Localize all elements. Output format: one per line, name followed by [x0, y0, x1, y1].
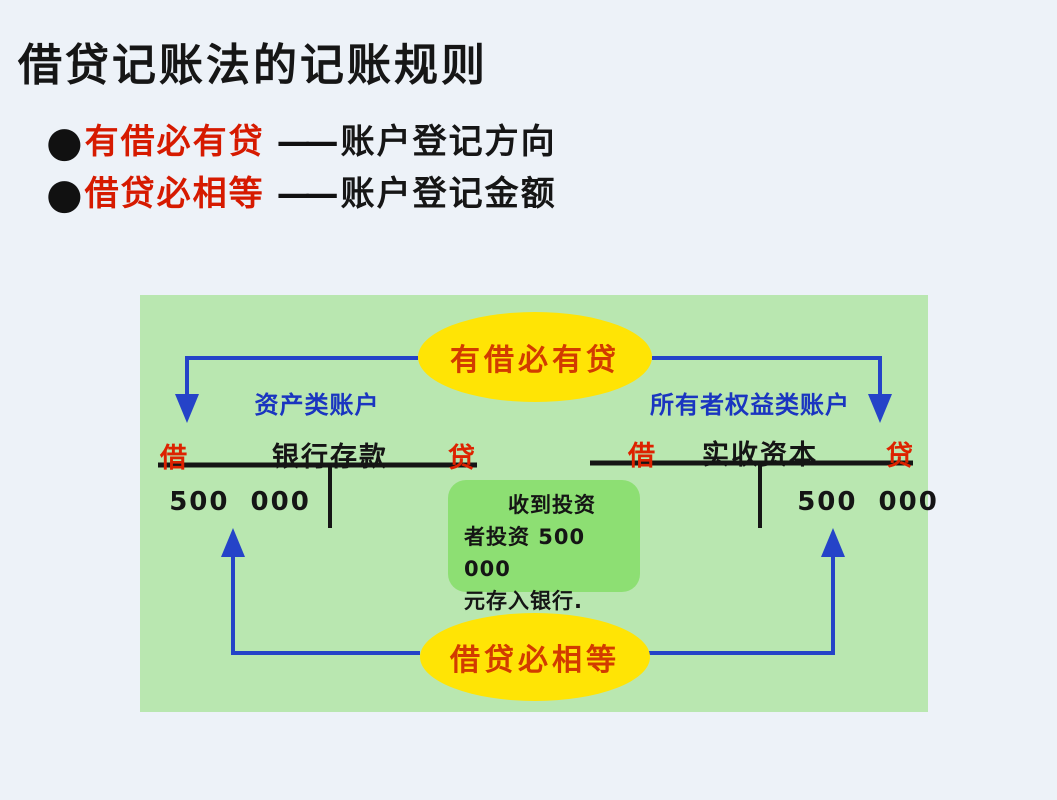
left-account-title: 银行存款 [272, 442, 388, 473]
bullet-icon: ● [46, 117, 83, 166]
diagram-panel: 有借必有贷 资产类账户 所有者权益类账户 借 银行存款 贷 500 000 借 … [140, 295, 937, 712]
top-left-connector-line [185, 356, 418, 395]
note-line: 收到投资 [508, 493, 596, 517]
right-credit-amount: 500 000 [797, 487, 939, 517]
rule-keyword: 有借必有贷 [84, 122, 265, 162]
bullet-icon: ● [46, 169, 83, 218]
rule-description: 账户登记方向 [340, 122, 557, 162]
transaction-note-box: 收到投资 者投资 500 000 元存入银行. [448, 480, 640, 613]
rules-list: ● 有借必有贷 —— 账户登记方向 ● 借贷必相等 —— 账户登记金额 [46, 116, 557, 220]
bottom-right-connector-line [648, 557, 835, 655]
top-right-connector-line [652, 356, 882, 395]
rule-description: 账户登记金额 [340, 174, 557, 214]
bottom-rule-ellipse: 借贷必相等 [420, 613, 650, 701]
note-line: 者投资 500 000 [464, 525, 586, 581]
left-debit-amount: 500 000 [169, 487, 311, 517]
bottom-left-connector-line [231, 557, 420, 655]
right-account-debit-label: 借 [628, 441, 655, 472]
left-account-credit-label: 贷 [448, 443, 475, 474]
rule-keyword: 借贷必相等 [84, 174, 265, 214]
note-line: 元存入银行. [464, 589, 583, 613]
right-down-arrowhead-icon [868, 394, 892, 423]
connector-graphics [158, 356, 913, 655]
page-title: 借贷记账法的记账规则 [18, 40, 488, 91]
left-down-arrowhead-icon [175, 394, 199, 423]
right-up-arrowhead-icon [821, 528, 845, 557]
rule-line-2: ● 借贷必相等 —— 账户登记金额 [46, 168, 557, 220]
right-account-category-label: 所有者权益类账户 [650, 391, 850, 419]
right-account-title: 实收资本 [702, 440, 818, 471]
left-account-debit-label: 借 [160, 443, 187, 474]
left-account-category-label: 资产类账户 [254, 391, 380, 419]
dash-separator: —— [276, 174, 339, 214]
left-up-arrowhead-icon [221, 528, 245, 557]
rule-line-1: ● 有借必有贷 —— 账户登记方向 [46, 116, 557, 168]
dash-separator: —— [276, 122, 339, 162]
right-account-credit-label: 贷 [886, 441, 913, 472]
top-rule-ellipse: 有借必有贷 [418, 312, 652, 402]
